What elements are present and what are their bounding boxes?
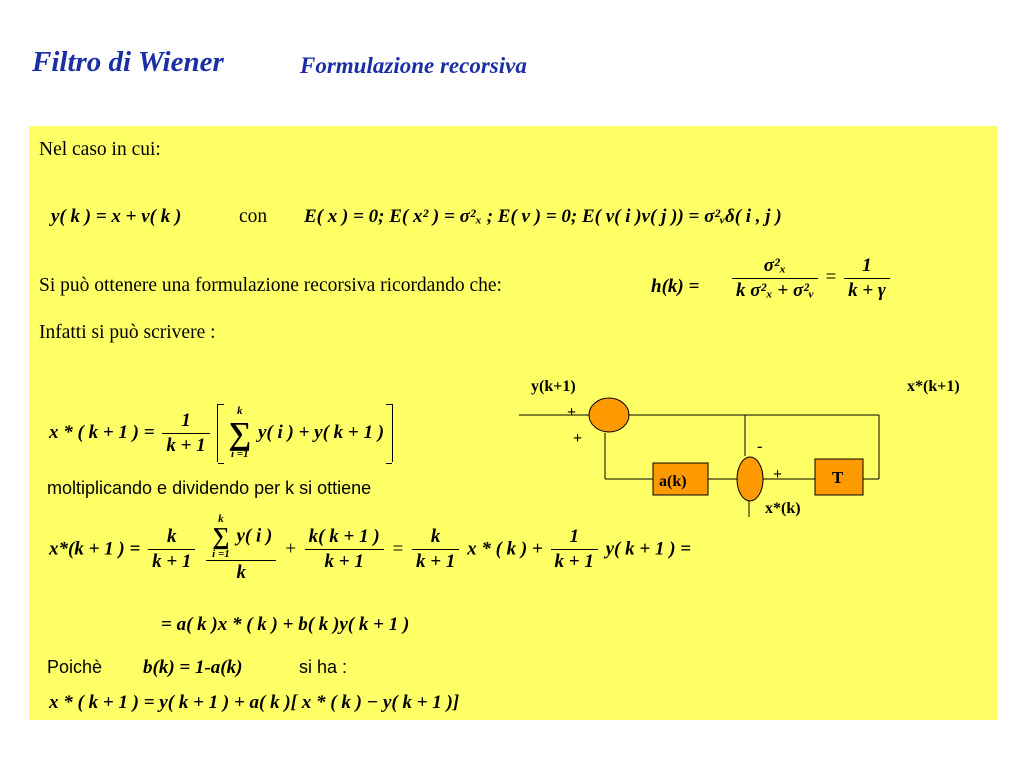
plus-1: + [567, 404, 576, 421]
t-block [814, 458, 864, 496]
con-text: con [239, 206, 268, 227]
content-panel: Nel caso in cui: y( k ) = x + v( k ) con… [29, 126, 997, 720]
recursive-text: Si può ottenere una formulazione recorsi… [39, 275, 502, 296]
ak-block [652, 462, 709, 496]
page-subtitle: Formulazione recorsiva [300, 53, 527, 78]
minus-sign: - [757, 438, 762, 455]
hk-label: h(k) = [651, 276, 700, 297]
page-title: Filtro di Wiener [32, 46, 224, 78]
out-label: x*(k+1) [907, 378, 960, 395]
equation-3: = a( k )x * ( k ) + b( k )y( k + 1 ) [161, 614, 410, 635]
xk-label: x*(k) [765, 500, 801, 517]
summing-node-bottom [736, 456, 764, 502]
plus-2: + [573, 430, 582, 447]
siha-text: si ha : [299, 657, 348, 677]
intro-text: Nel caso in cui: [39, 139, 161, 160]
summing-node-top [588, 397, 630, 433]
t-label: T [832, 468, 844, 487]
moltiplicando-text: moltiplicando e dividendo per k si ottie… [47, 478, 372, 498]
bk-equation: b(k) = 1-a(k) [143, 657, 243, 678]
infatti-text: Infatti si può scrivere : [39, 322, 216, 343]
stats-equation: E( x ) = 0; E( x² ) = σ²ₓ ; E( v ) = 0; … [304, 206, 782, 227]
plus-3: + [773, 466, 782, 483]
block-diagram: y(k+1) x*(k+1) + + - + a(k) T x*(k) [519, 378, 960, 517]
final-equation: x * ( k + 1 ) = y( k + 1 ) + a( k )[ x *… [49, 692, 460, 713]
model-equation: y( k ) = x + v( k ) [51, 206, 182, 227]
ak-label: a(k) [659, 473, 687, 490]
in-label: y(k+1) [531, 378, 576, 395]
poiche-text: Poichè [47, 657, 103, 677]
